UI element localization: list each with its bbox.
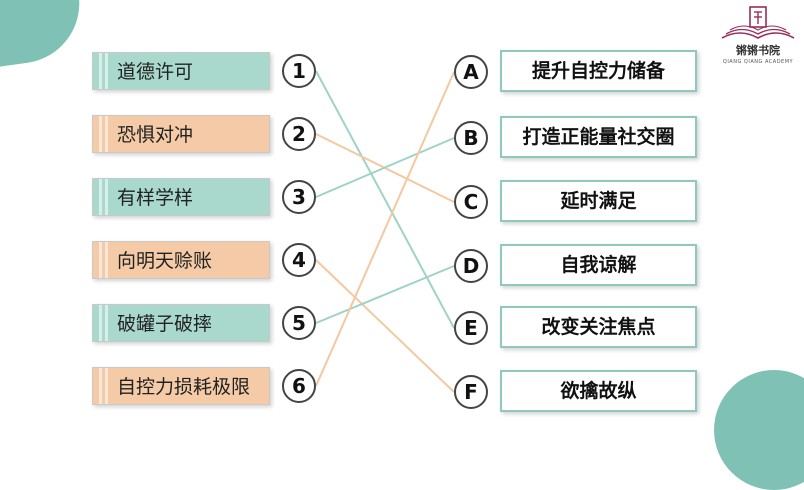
right-item-box: 提升自控力储备	[500, 50, 697, 92]
box-stripe	[99, 368, 102, 404]
box-stripe	[99, 53, 102, 89]
left-item-label: 道德许可	[117, 61, 194, 83]
left-item-label: 自控力损耗极限	[117, 376, 251, 398]
box-stripe	[105, 242, 108, 278]
left-number-circle: 2	[282, 117, 316, 151]
connection-line	[315, 259, 455, 393]
academy-logo: 锵锵书院 QIANG QIANG ACADEMY	[718, 4, 798, 72]
left-item-label: 恐惧对冲	[117, 124, 194, 146]
right-letter-circle: E	[454, 311, 488, 345]
box-stripe	[105, 305, 108, 341]
right-letter-circle: D	[454, 249, 488, 283]
right-letter-circle: B	[454, 121, 488, 155]
logo-subtitle: QIANG QIANG ACADEMY	[722, 59, 794, 65]
right-letter-circle: F	[454, 375, 488, 409]
logo-name: 锵锵书院	[736, 44, 780, 57]
left-number-circle: 6	[282, 369, 316, 403]
right-item-box: 打造正能量社交圈	[500, 116, 697, 158]
left-item-box: 有样学样	[92, 178, 270, 216]
box-stripe	[105, 368, 108, 404]
left-item-label: 破罐子破摔	[117, 313, 213, 335]
box-stripe	[99, 305, 102, 341]
box-stripe	[99, 179, 102, 215]
left-number-circle: 4	[282, 243, 316, 277]
connection-line	[315, 71, 455, 387]
left-item-box: 道德许可	[92, 52, 270, 90]
connection-line	[315, 265, 455, 324]
box-stripe	[105, 53, 108, 89]
left-number-circle: 5	[282, 306, 316, 340]
left-item-box: 向明天赊账	[92, 241, 270, 279]
right-item-box: 欲擒故纵	[500, 370, 697, 412]
right-item-box: 改变关注焦点	[500, 306, 697, 348]
box-stripe	[105, 179, 108, 215]
left-item-box: 恐惧对冲	[92, 115, 270, 153]
box-stripe	[105, 116, 108, 152]
left-number-circle: 3	[282, 180, 316, 214]
connection-lines	[315, 70, 455, 393]
book-logo-icon	[721, 6, 795, 39]
right-item-box: 延时满足	[500, 180, 697, 222]
connection-line	[315, 70, 455, 329]
left-item-label: 向明天赊账	[117, 250, 213, 272]
right-item-box: 自我谅解	[500, 244, 697, 286]
left-item-box: 破罐子破摔	[92, 304, 270, 342]
left-number-circle: 1	[282, 54, 316, 88]
left-item-box: 自控力损耗极限	[92, 367, 270, 405]
box-stripe	[99, 116, 102, 152]
right-letter-circle: C	[454, 185, 488, 219]
box-stripe	[99, 242, 102, 278]
right-letter-circle: A	[454, 55, 488, 89]
connection-line	[315, 137, 455, 198]
left-item-label: 有样学样	[117, 187, 194, 209]
